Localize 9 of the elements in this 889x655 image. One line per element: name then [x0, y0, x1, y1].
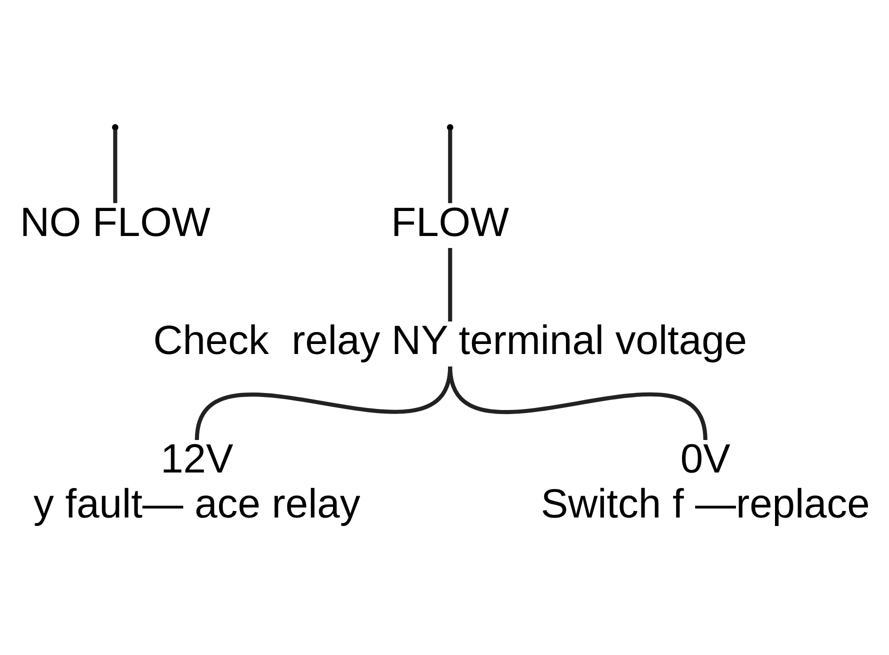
- connector: [113, 130, 118, 204]
- connector: [448, 248, 452, 322]
- connector: [448, 130, 452, 204]
- connector: [448, 366, 708, 440]
- node-text: 0V Switch f —replace: [540, 436, 870, 527]
- node-text: NO FLOW: [20, 198, 210, 245]
- node-text: 12V y fault— ace relay: [34, 436, 360, 527]
- node-text: Check relay NY terminal voltage: [153, 317, 748, 364]
- node-text: FLOW: [391, 198, 510, 245]
